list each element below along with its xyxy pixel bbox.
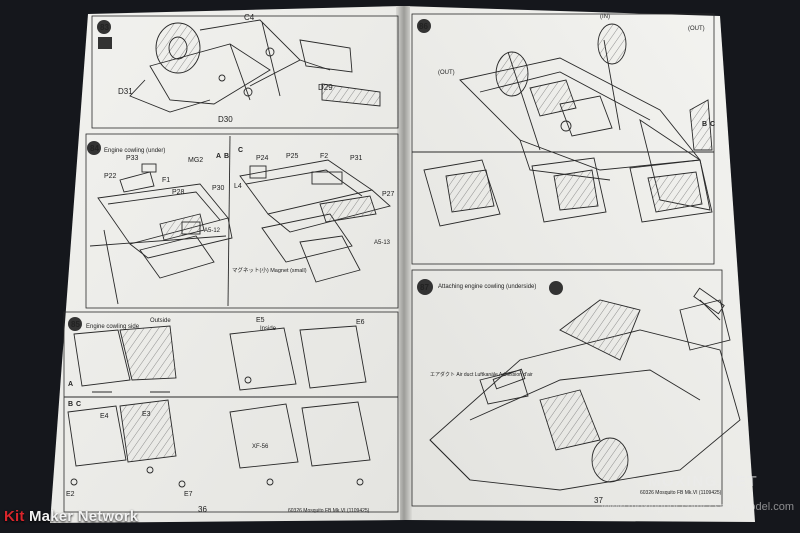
part-f1-label: F1: [162, 177, 170, 184]
step-85-title: Engine cowling side: [86, 324, 140, 330]
variant-b-86: B: [702, 121, 707, 128]
magnet-note: マグネット(小) Magnet (small): [232, 266, 307, 274]
step-87-title: Attaching engine cowling (underside): [438, 284, 536, 290]
inside-label-top: Inside: [260, 326, 277, 332]
left-page-content: [63, 15, 399, 513]
part-p28-label: P28: [172, 189, 185, 196]
detail-views-86: [423, 157, 713, 227]
part-a5-12-label: A5-12: [204, 228, 221, 234]
part-d30-label: D30: [218, 115, 233, 124]
step-83-number: 83: [100, 23, 109, 32]
kitmaker-watermark-rest: Maker Network: [28, 508, 139, 525]
step-87-badge: [417, 279, 433, 295]
step-83-icon-box: [98, 37, 112, 49]
part-d29-label: D29: [318, 83, 333, 92]
part-mg2-label: MG2: [188, 157, 203, 164]
variant-b-label: B: [224, 153, 229, 160]
outside-label-top: Outside: [150, 318, 171, 324]
step-86-badge: [417, 19, 431, 33]
nacelle-86-drawing: [459, 23, 713, 211]
left-footer-code: 60326 Mosquito FB Mk.VI (1109425): [288, 508, 370, 514]
step-83-panel: [91, 15, 399, 129]
step-87-panel: [411, 269, 723, 507]
step-84-badge: [87, 141, 101, 155]
right-page-number: 37: [594, 496, 603, 505]
part-e4-label: E4: [100, 413, 109, 420]
part-p22-label: P22: [104, 173, 117, 180]
part-e5-label: E5: [256, 317, 265, 324]
variant-c-85: C: [76, 401, 81, 408]
out-label-1: (OUT): [438, 70, 455, 76]
moxing-url-watermark: www.moxingnet.com/ / scalemodel.com: [601, 501, 794, 513]
variant-a-85: A: [68, 381, 73, 388]
part-p24-label: P24: [256, 155, 269, 162]
step-84-panel: [85, 133, 399, 309]
step-84-number: 84: [90, 144, 99, 153]
right-footer-code: 60326 Mosquito FB Mk.VI (1109425): [640, 490, 722, 496]
part-a5-13-label: A5-13: [374, 240, 391, 246]
step-85-badge: [68, 317, 82, 331]
step-83-badge: [97, 20, 111, 34]
step-85-number: 85: [71, 320, 80, 329]
part-p33-label: P33: [126, 155, 139, 162]
moxing-watermark: MOXING.NET: [647, 473, 758, 490]
side-panels-85-drawing: [67, 325, 371, 488]
fuselage-87-drawing: [429, 287, 741, 491]
step-86-number: 86: [419, 22, 428, 31]
left-page: [50, 6, 406, 523]
out-label-2: (OUT): [688, 26, 705, 32]
kitmaker-watermark: Kit Maker Network: [4, 508, 138, 525]
kitmaker-watermark-kit: Kit: [4, 508, 25, 525]
variant-a-label: A: [216, 153, 221, 160]
part-e3-label: E3: [142, 411, 151, 418]
part-p27-label: P27: [382, 191, 395, 198]
page-gutter: [396, 6, 412, 520]
part-p30-label: P30: [212, 185, 225, 192]
part-d31-label: D31: [118, 87, 133, 96]
part-f2-label: F2: [320, 153, 328, 160]
right-page-labels: 86 (OUT) (IN) (OUT) B C 87 Attaching eng…: [419, 14, 722, 505]
part-p31-label: P31: [350, 155, 363, 162]
step-87-number: 87: [420, 283, 429, 292]
notice-badge: [549, 281, 563, 295]
part-e2-label: E2: [66, 491, 75, 498]
part-p25-label: P25: [286, 153, 299, 160]
left-page-number: 36: [198, 505, 207, 514]
landing-gear-drawing: [129, 19, 381, 113]
part-l4-label: L4: [234, 183, 242, 190]
air-duct-label: エアダクト Air duct Luftkanäle Admission d'ai…: [430, 371, 533, 378]
part-e7-label: E7: [184, 491, 193, 498]
part-c4-label: C4: [244, 13, 255, 22]
step-85-panel: [63, 311, 399, 513]
in-label: (IN): [600, 14, 610, 20]
step-86-panel: [411, 13, 715, 265]
part-xf56-label: XF-56: [252, 444, 269, 450]
variant-c-86: C: [710, 121, 715, 128]
step-84-title: Engine cowling (under): [104, 148, 165, 154]
variant-b-85: B: [68, 401, 73, 408]
cowling-84-right-drawing: [239, 159, 391, 283]
right-page-content: [411, 13, 741, 507]
cowling-84-left-drawing: [89, 163, 233, 305]
left-page-labels: 83 C4 D31 D30 D29 84 Engine cowling (und…: [66, 13, 395, 514]
part-e6-label: E6: [356, 319, 365, 326]
variant-c-label: C: [238, 147, 243, 154]
